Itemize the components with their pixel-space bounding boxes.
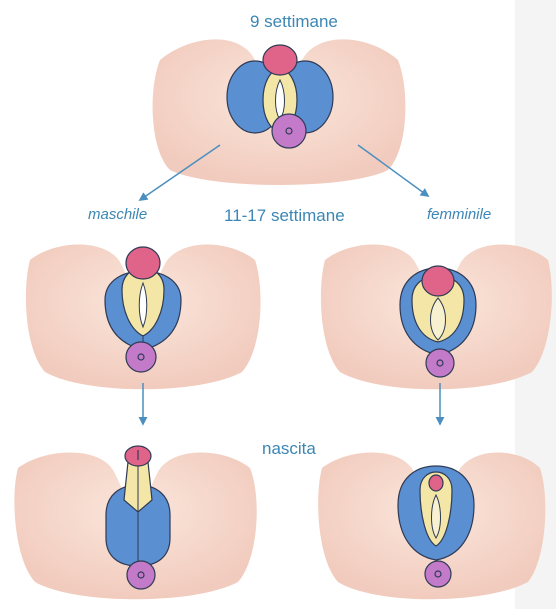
stage-11-17-weeks-label: 11-17 settimane: [224, 206, 345, 226]
anus: [272, 114, 306, 148]
male-birth-figure: [14, 446, 256, 599]
anus: [126, 342, 156, 372]
male-label: maschile: [88, 206, 147, 223]
genital-tubercle: [126, 247, 160, 279]
anus: [127, 561, 155, 589]
anus: [425, 561, 451, 587]
female-label: femminile: [427, 206, 491, 223]
stage-9-weeks-figure: [153, 39, 406, 185]
stage-9-weeks-label: 9 settimane: [250, 12, 338, 32]
stage-birth-label: nascita: [262, 439, 316, 459]
anus: [426, 349, 454, 377]
genital-tubercle: [263, 45, 297, 75]
female-11-17-weeks-figure: [321, 245, 552, 390]
genital-tubercle: [422, 266, 454, 296]
male-11-17-weeks-figure: [26, 245, 261, 390]
clitoris: [429, 475, 443, 491]
female-birth-figure: [318, 453, 545, 600]
